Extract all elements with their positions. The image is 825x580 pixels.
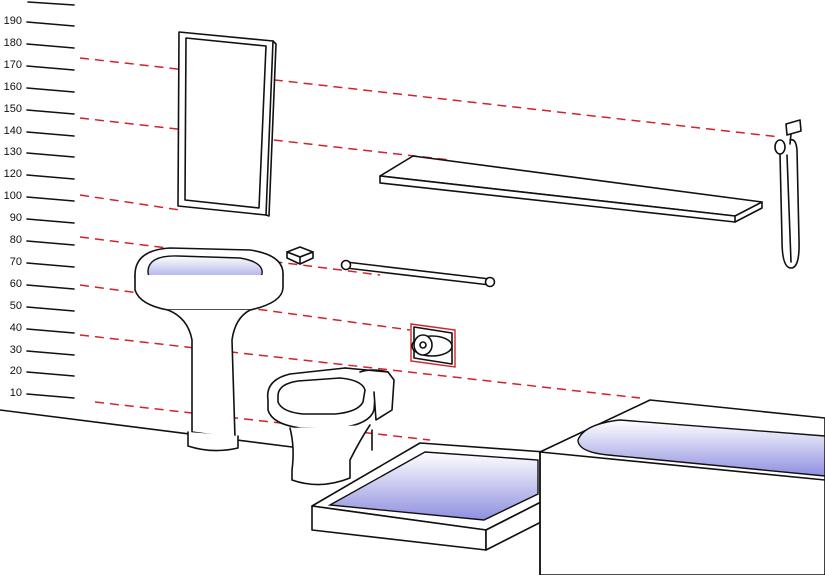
soap-dish bbox=[286, 246, 314, 265]
scale-tick-label: 100 bbox=[3, 190, 22, 202]
scale-tick-label: 150 bbox=[3, 103, 22, 115]
scale-tick-label: 190 bbox=[3, 15, 22, 27]
scale-tick bbox=[26, 131, 75, 137]
scale-tick bbox=[26, 152, 75, 158]
mirror bbox=[177, 31, 277, 217]
scale-tick-label: 160 bbox=[3, 81, 22, 93]
scale-tick bbox=[26, 371, 75, 377]
scale-tick-label: 60 bbox=[9, 278, 22, 290]
height-guide-line bbox=[79, 334, 641, 399]
bathtub bbox=[539, 399, 825, 576]
scale-tick bbox=[26, 306, 75, 312]
scale-tick-label: 20 bbox=[9, 365, 22, 377]
scale-tick bbox=[26, 196, 75, 202]
scale-tick bbox=[26, 328, 75, 334]
scale-tick-label: 120 bbox=[3, 168, 22, 180]
scale-tick-label: 140 bbox=[3, 125, 22, 137]
scale-tick-label: 30 bbox=[9, 344, 22, 356]
toilet-paper-holder bbox=[410, 323, 456, 368]
scale-tick-label: 50 bbox=[9, 300, 22, 312]
scale-tick bbox=[26, 43, 75, 49]
scale-tick bbox=[26, 109, 75, 115]
sink bbox=[134, 247, 284, 452]
height-guide-line bbox=[79, 57, 781, 138]
scale-tick bbox=[26, 218, 75, 224]
scale-tick-label: 10 bbox=[9, 387, 22, 399]
height-guide-line bbox=[94, 401, 431, 441]
scale-tick bbox=[26, 284, 75, 290]
scale-tick-label: 80 bbox=[9, 234, 22, 246]
hand-shower bbox=[774, 119, 802, 269]
scale-tick bbox=[26, 240, 75, 246]
scale-tick bbox=[26, 21, 75, 27]
scale-tick-label: 130 bbox=[3, 146, 22, 158]
shelf bbox=[379, 155, 763, 223]
scale-tick bbox=[26, 350, 75, 356]
height-scale bbox=[26, 1, 75, 399]
towel-bar bbox=[340, 259, 496, 288]
shower-tray bbox=[311, 442, 546, 551]
scale-tick bbox=[26, 174, 75, 180]
scale-tick-label: 170 bbox=[3, 59, 22, 71]
scale-tick-label: 90 bbox=[9, 212, 22, 224]
scale-tick bbox=[26, 393, 75, 399]
scale-tick-label: 180 bbox=[3, 37, 22, 49]
scale-tick bbox=[27, 1, 75, 6]
scale-tick bbox=[26, 262, 75, 268]
height-guide-line bbox=[79, 194, 181, 211]
scale-tick bbox=[26, 65, 75, 71]
scale-tick-label: 40 bbox=[9, 322, 22, 334]
scale-tick bbox=[26, 87, 75, 93]
toilet bbox=[266, 367, 395, 486]
scale-tick-label: 70 bbox=[9, 256, 22, 268]
